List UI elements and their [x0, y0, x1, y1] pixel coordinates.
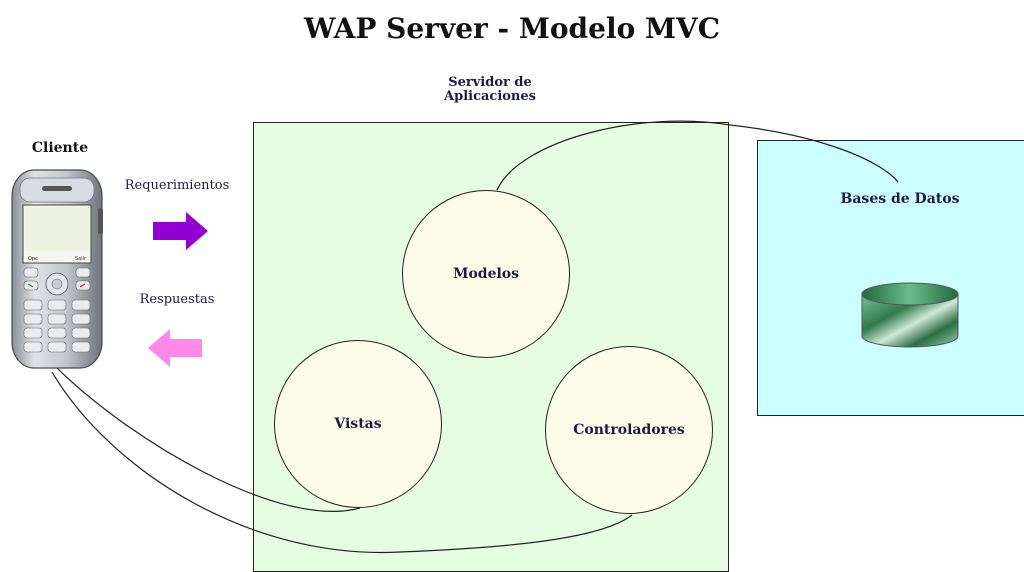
client-label: Cliente: [31, 140, 89, 156]
connector-client-controllers: [51, 371, 633, 554]
diagram-title: WAP Server - Modelo MVC: [303, 12, 721, 45]
mobile-phone-icon: Opc Salir: [11, 169, 103, 369]
response-arrow: [148, 329, 202, 367]
request-label: Requerimientos: [124, 178, 230, 193]
database-label: Bases de Datos: [840, 191, 960, 207]
controllers-node: Controladores: [545, 346, 713, 514]
models-node: Modelos: [402, 190, 570, 358]
connector-client-views: [56, 367, 361, 512]
models-label: Modelos: [452, 266, 520, 282]
controllers-label: Controladores: [573, 422, 685, 438]
views-node: Vistas: [274, 340, 442, 508]
request-arrow: [153, 212, 208, 250]
app-server-label: Servidor de Aplicaciones: [410, 76, 570, 104]
app-server-label-text: Servidor de Aplicaciones: [444, 75, 536, 104]
database-cylinder-icon: [861, 282, 959, 348]
views-label: Vistas: [334, 416, 382, 432]
response-label: Respuestas: [139, 292, 215, 307]
svg-text:Opc: Opc: [28, 256, 38, 262]
connector-models-database: [496, 120, 899, 191]
database-box: [757, 140, 1024, 416]
svg-text:Salir: Salir: [75, 256, 87, 262]
